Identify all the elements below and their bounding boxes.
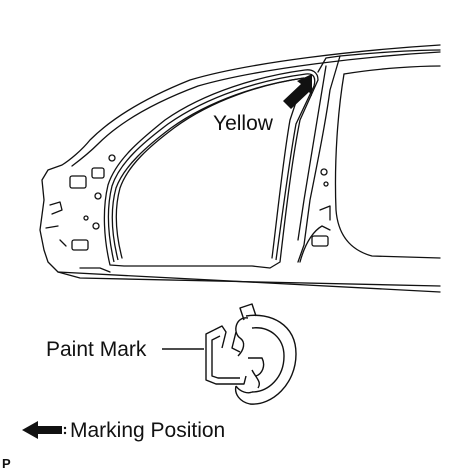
marking-position-arrow-icon xyxy=(22,421,67,439)
paint-mark-label: Paint Mark xyxy=(46,338,147,361)
door-opening-panel xyxy=(39,44,441,293)
weatherstrip xyxy=(107,73,316,263)
marking-position-label: Marking Position xyxy=(70,419,226,442)
figure-code: P xyxy=(2,456,11,471)
yellow-label: Yellow xyxy=(213,112,273,135)
weatherstrip-cross-section xyxy=(205,303,297,405)
yellow-callout-arrow xyxy=(283,74,312,109)
